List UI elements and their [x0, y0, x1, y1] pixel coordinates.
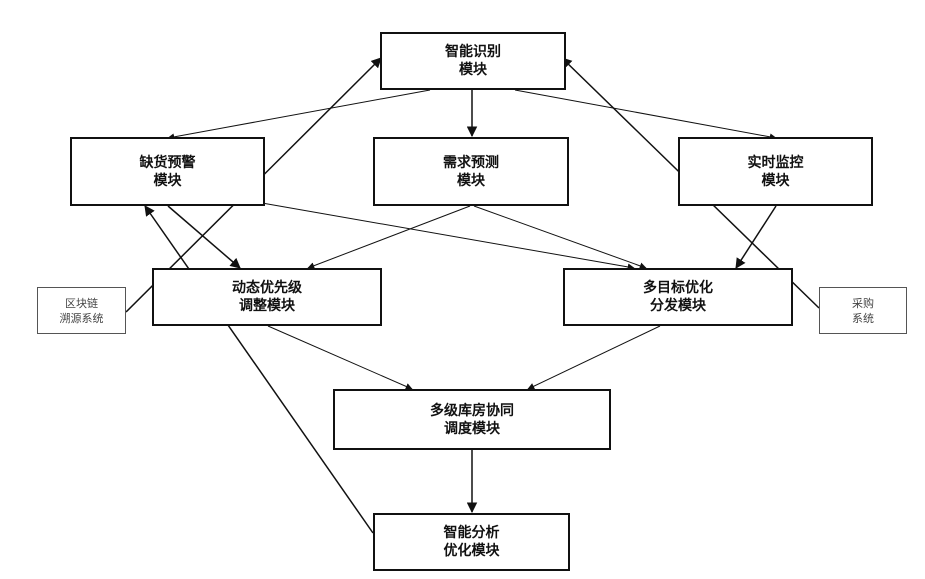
arrow-recognition-to-monitoring: [515, 90, 776, 138]
dynamic-priority-module-line1: 动态优先级: [232, 279, 302, 297]
arrow-recognition-to-shortage: [168, 90, 430, 138]
shortage-warning-module-line2: 模块: [154, 172, 182, 190]
arrow-priority-to-warehouse: [268, 326, 412, 389]
realtime-monitoring-module-line1: 实时监控: [748, 154, 804, 172]
procurement-system: 采购 系统: [819, 287, 907, 334]
multi-objective-distribution-module-line2: 分发模块: [650, 297, 706, 315]
procurement-system-line1: 采购: [852, 296, 874, 311]
recognition-module-line2: 模块: [459, 61, 487, 79]
intelligent-analysis-module-line2: 优化模块: [444, 542, 500, 560]
multi-objective-distribution-module-line1: 多目标优化: [643, 279, 713, 297]
blockchain-system-line1: 区块链: [65, 296, 98, 311]
realtime-monitoring-module: 实时监控 模块: [678, 137, 873, 206]
recognition-module: 智能识别 模块: [380, 32, 566, 90]
shortage-warning-module: 缺货预警 模块: [70, 137, 265, 206]
dynamic-priority-module-line2: 调整模块: [239, 297, 295, 315]
recognition-module-line1: 智能识别: [445, 43, 501, 61]
warehouse-coordination-module-line2: 调度模块: [444, 420, 500, 438]
intelligent-analysis-module-line1: 智能分析: [444, 524, 500, 542]
realtime-monitoring-module-line2: 模块: [762, 172, 790, 190]
warehouse-coordination-module: 多级库房协同 调度模块: [333, 389, 611, 450]
demand-forecast-module-line2: 模块: [457, 172, 485, 190]
blockchain-system-line2: 溯源系统: [60, 311, 104, 326]
arrow-analysis-to-shortage: [145, 206, 373, 533]
multi-objective-distribution-module: 多目标优化 分发模块: [563, 268, 793, 326]
demand-forecast-module-line1: 需求预测: [443, 154, 499, 172]
dynamic-priority-module: 动态优先级 调整模块: [152, 268, 382, 326]
blockchain-traceability-system: 区块链 溯源系统: [37, 287, 126, 334]
arrow-distribution-to-warehouse: [528, 326, 660, 389]
warehouse-coordination-module-line1: 多级库房协同: [430, 402, 514, 420]
demand-forecast-module: 需求预测 模块: [373, 137, 569, 206]
arrow-monitoring-to-distribution: [736, 206, 776, 268]
intelligent-analysis-module: 智能分析 优化模块: [373, 513, 570, 571]
arrow-shortage-to-distribution: [262, 203, 634, 268]
procurement-system-line2: 系统: [852, 311, 874, 326]
arrow-demand-to-distribution: [474, 206, 646, 268]
shortage-warning-module-line1: 缺货预警: [140, 154, 196, 172]
